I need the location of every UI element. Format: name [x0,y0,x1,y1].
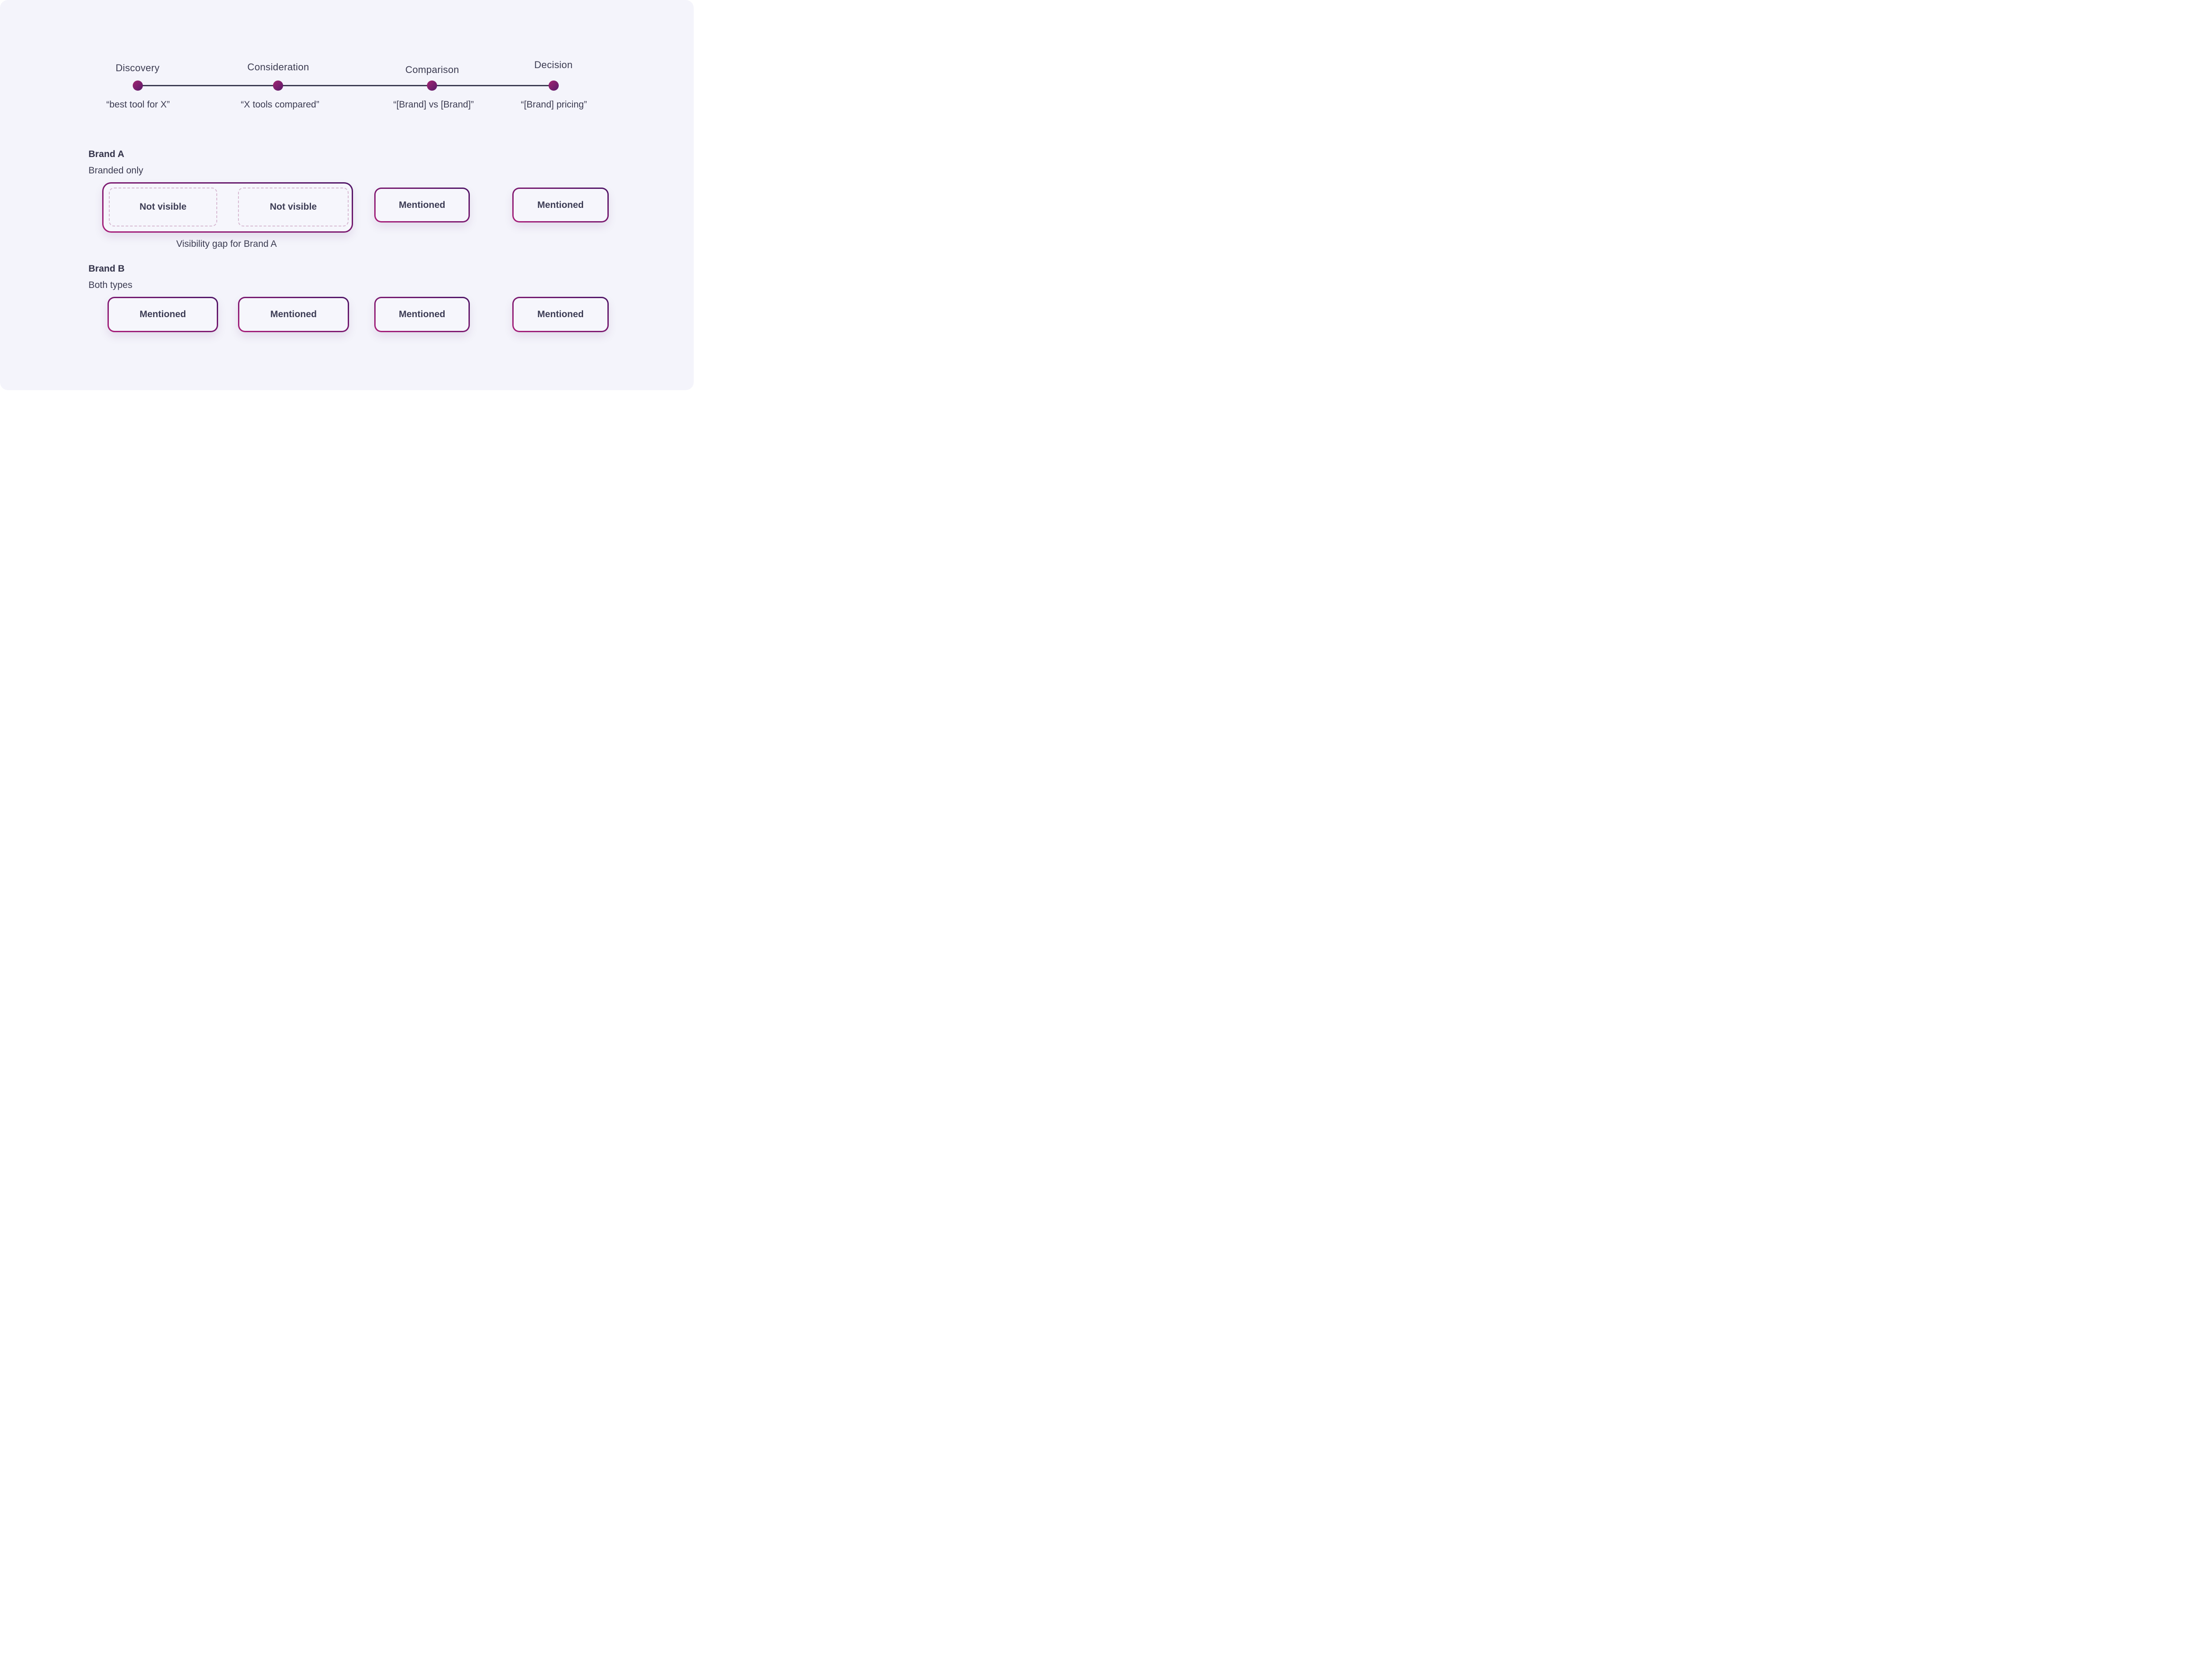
mentioned-label: Mentioned [270,309,317,319]
brand-b-mentioned-box-3: Mentioned [374,297,470,332]
brand-b-subtitle: Both types [88,280,133,290]
brand-a-gap-container [102,182,353,233]
brand-b-mentioned-box-4: Mentioned [512,297,609,332]
stage-query-decision: “[Brand] pricing” [521,100,587,110]
mentioned-label: Mentioned [399,309,445,319]
stage-label-consideration: Consideration [247,61,309,73]
brand-a-mentioned-box-1: Mentioned [374,188,470,222]
brand-a-not-visible-box-2: Not visible [238,188,349,226]
brand-a-name: Brand A [88,149,124,159]
brand-b-mentioned-box-1: Mentioned [108,297,218,332]
stage-query-consideration: “X tools compared” [241,100,319,110]
brand-a-mentioned-box-2: Mentioned [512,188,609,222]
stage-query-comparison: “[Brand] vs [Brand]” [393,100,474,110]
mentioned-label: Mentioned [537,199,584,210]
stage-label-comparison: Comparison [405,64,459,75]
mentioned-label: Mentioned [139,309,186,319]
timeline-dot-discovery [133,81,143,91]
not-visible-label: Not visible [269,202,317,212]
visibility-gap-diagram: Discovery Consideration Comparison Decis… [0,0,694,390]
stage-query-discovery: “best tool for X” [106,100,170,110]
stage-label-decision: Decision [534,59,573,70]
mentioned-label: Mentioned [537,309,584,319]
timeline-dot-consideration [273,81,283,91]
brand-a-subtitle: Branded only [88,165,143,176]
brand-a-gap-caption: Visibility gap for Brand A [176,239,277,249]
timeline-line [138,85,554,86]
timeline-dot-comparison [427,81,437,91]
timeline-dot-decision [549,81,559,91]
not-visible-label: Not visible [139,202,187,212]
stage-label-discovery: Discovery [115,62,160,73]
mentioned-label: Mentioned [399,199,445,210]
brand-a-not-visible-box-1: Not visible [109,188,217,226]
brand-b-mentioned-box-2: Mentioned [238,297,349,332]
brand-b-name: Brand B [88,264,125,274]
